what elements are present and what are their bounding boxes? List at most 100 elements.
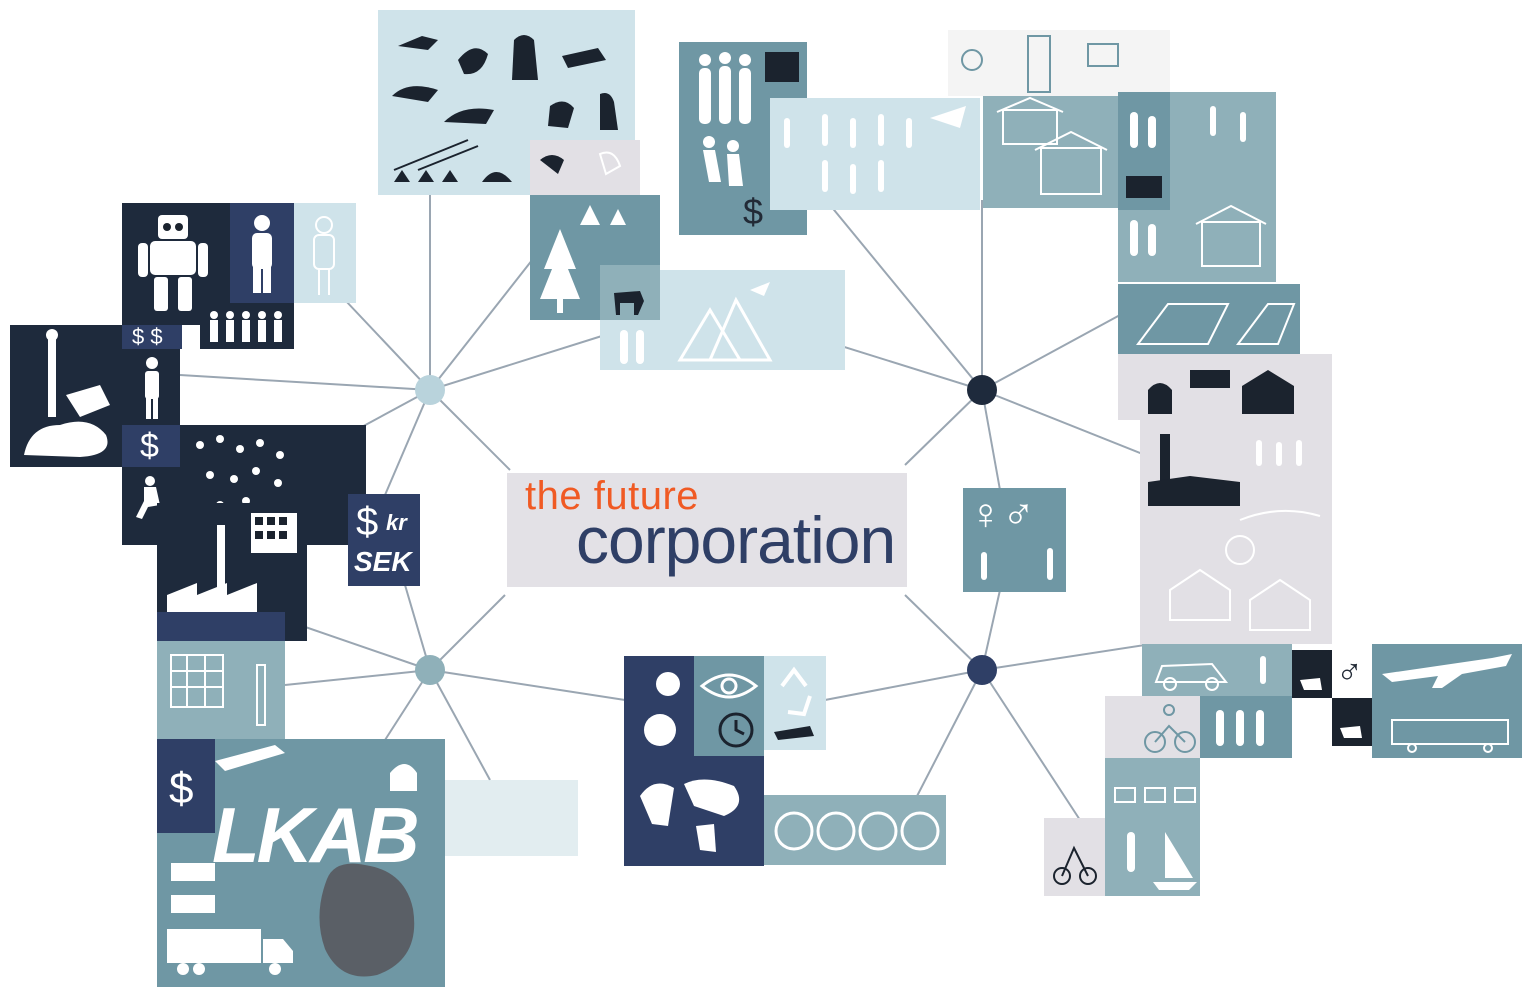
small-vehicles-icon: [1114, 787, 1196, 803]
workers-row-tile: [200, 303, 294, 349]
recycle-tile: [764, 656, 826, 750]
connector-line: [344, 299, 431, 391]
church-town-tile: [1140, 420, 1332, 644]
dollar-pair-tile: $ $: [122, 325, 182, 349]
title-main: corporation: [576, 503, 896, 577]
faded-tile: [445, 780, 578, 856]
gender-tile: ♀♂: [963, 488, 1066, 592]
world-map-icon: [640, 672, 740, 852]
tricycle-tile: [1044, 818, 1105, 896]
bird-outline-tile: [530, 140, 640, 195]
people-row-icon: [210, 311, 282, 342]
title-accent: the future: [525, 474, 700, 518]
commuters-tile: [770, 98, 980, 210]
housing-tile: [983, 96, 1118, 208]
walkers-icon: [1216, 710, 1264, 746]
currency-dollar-icon: $: [356, 500, 379, 544]
wildlife-icon: [392, 35, 618, 182]
continents-icon: [774, 811, 940, 851]
male-symbol-icon: ♂: [1336, 651, 1363, 692]
reindeer-icon: [614, 269, 650, 315]
greenhouse-tile: [1118, 284, 1300, 354]
tricycle-icon: [1053, 845, 1097, 885]
hub-top-left: [415, 375, 445, 405]
commuters-icon: [784, 106, 966, 194]
walkers-tile: [1200, 696, 1292, 758]
recycle-icon: [774, 666, 814, 740]
suburb-house-icon: [1195, 106, 1267, 267]
connector-line: [981, 389, 1001, 491]
dollar-tile: $: [122, 425, 180, 467]
vehicle-tile: [1142, 644, 1292, 696]
car-icon: [1154, 656, 1266, 691]
connector-line: [429, 669, 626, 701]
house-icon: [996, 96, 1108, 195]
airplane-bus-tile: [1372, 644, 1522, 758]
church-icon: [1148, 434, 1321, 631]
mountain-icon: [677, 282, 773, 362]
ore-pellet-icon: [319, 863, 415, 977]
tree-icon: [540, 205, 626, 313]
mining-machine-icon: [24, 329, 110, 457]
gender-symbols-icon: ♀♂: [969, 490, 1035, 539]
connector-line: [904, 594, 983, 671]
worker-silhouette-tile: [230, 203, 294, 303]
mining-machine-tile: [10, 325, 122, 467]
connector-line: [429, 594, 506, 671]
dollar-label: $: [140, 427, 159, 465]
residents-icon: [1126, 112, 1162, 198]
connector-line: [284, 619, 431, 671]
operator-tile: [122, 349, 180, 425]
connector-line: [914, 669, 983, 801]
currency-sek-label: SEK: [354, 546, 412, 577]
coat-of-arms-tile: ♂: [1292, 650, 1372, 746]
gender-figures-icon: [981, 548, 1053, 580]
dollar-pair-label: $ $: [132, 325, 163, 349]
figures-icon: [620, 330, 644, 364]
barn-icon: [1148, 370, 1294, 414]
rail-icon: [215, 745, 417, 977]
connector-line: [384, 389, 431, 496]
continents-tile: [764, 795, 946, 865]
truck-icon: [167, 929, 293, 975]
mountain-tile: [660, 270, 845, 370]
connector-line: [981, 669, 1081, 821]
eye-clock-tile: [694, 656, 764, 756]
connector-line: [429, 249, 541, 391]
ore-dollar-label: $: [169, 764, 194, 813]
airplane-icon: [1382, 654, 1512, 753]
ore-dollar-tile: $: [157, 739, 215, 833]
lkab-logo: LKAB: [212, 791, 420, 879]
person-icon: [252, 215, 272, 293]
factory-icon: [167, 513, 297, 613]
seated-person-icon: [136, 476, 160, 519]
connector-line: [429, 669, 491, 781]
person-outline-icon: [313, 216, 335, 295]
residents-lower-icon: [1130, 220, 1156, 256]
sailboat-icon: [1127, 832, 1197, 890]
operator-icon: [145, 357, 159, 419]
hub-bottom-left: [415, 655, 445, 685]
reindeer-tile: [600, 265, 660, 320]
robot-icon: [138, 215, 208, 311]
greenhouse-icon: [1136, 303, 1296, 345]
connector-line: [429, 334, 606, 391]
suburb-tile: [1170, 92, 1276, 282]
crowd-dollar-label: $: [743, 191, 764, 232]
connector-line: [904, 389, 983, 466]
title-panel: [507, 473, 907, 587]
connector-line: [824, 669, 983, 701]
small-vehicles-tile: [1105, 758, 1200, 818]
currency-tile: $ kr SEK: [348, 494, 420, 586]
clock-icon: [718, 712, 754, 748]
figures-tile: [600, 320, 660, 370]
connector-line: [981, 314, 1121, 391]
coat-of-arms-icon: [1292, 650, 1372, 746]
worker-outline-tile: [294, 203, 356, 303]
connector-line: [429, 389, 511, 471]
barn-tile: [1118, 354, 1332, 420]
connector-line: [981, 389, 1146, 456]
city-sketch-icon: [961, 35, 1119, 93]
